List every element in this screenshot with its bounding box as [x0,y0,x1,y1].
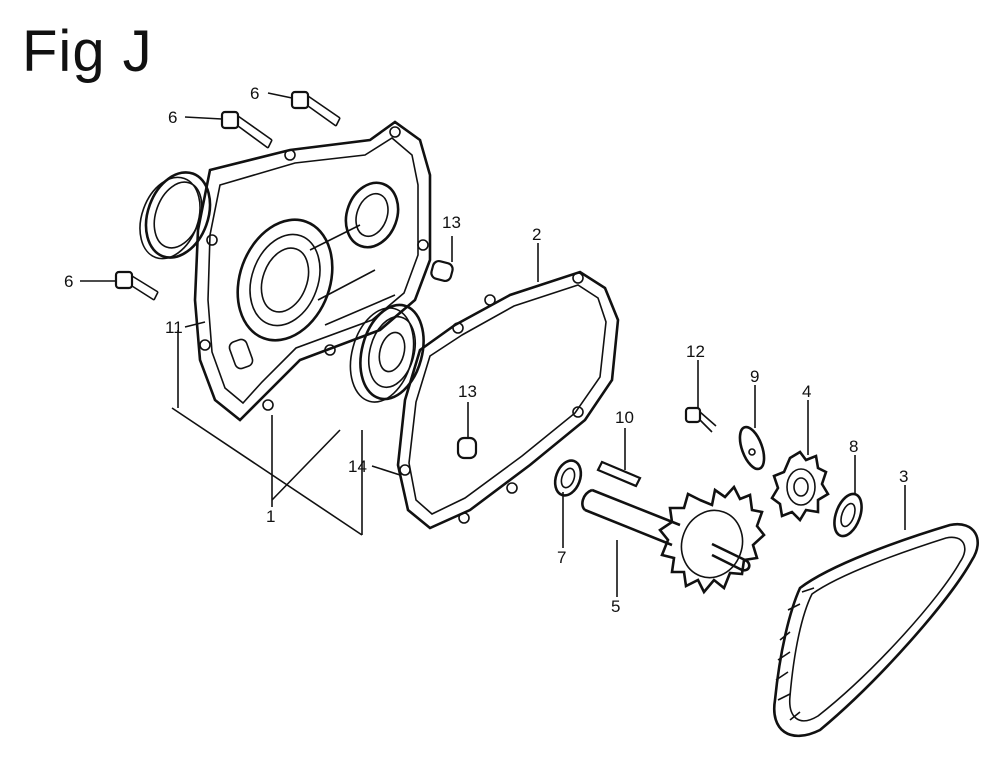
key-part [596,460,642,488]
callout-7: 7 [557,548,566,567]
callout-8: 8 [849,437,858,456]
small-bolt-part [684,406,717,433]
oil-seal-part [139,171,212,260]
callout-14: 14 [348,457,367,476]
shaft-sprocket-part [581,484,766,595]
callout-6-top: 6 [250,84,259,103]
callout-3: 3 [899,467,908,486]
dowel-pin-part [430,259,478,460]
callout-4: 4 [802,382,811,401]
leader-lines [80,92,906,597]
callout-9: 9 [750,367,759,386]
small-sprocket-part [770,450,830,523]
callout-1: 1 [266,507,275,526]
callout-11: 11 [165,318,183,337]
washer-part [553,459,583,497]
callout-labels: 6 6 6 13 2 11 13 14 1 12 9 4 10 8 3 7 5 [64,84,908,616]
figure-title: Fig J [22,19,153,84]
callout-6-left: 6 [168,108,177,127]
callout-5: 5 [611,597,620,616]
bearing-part [349,303,425,403]
callout-10: 10 [615,408,634,427]
thrust-washer-part [833,492,863,538]
callout-2: 2 [532,225,541,244]
callout-12: 12 [686,342,705,361]
bolt-part [114,90,341,301]
case-cover-part [193,120,432,422]
callout-6-lower: 6 [64,272,73,291]
callout-13-lower: 13 [458,382,477,401]
drive-chain-part [772,522,979,738]
plate-washer-part [738,425,766,471]
callout-13-top: 13 [442,213,461,232]
gasket-part [396,270,620,530]
